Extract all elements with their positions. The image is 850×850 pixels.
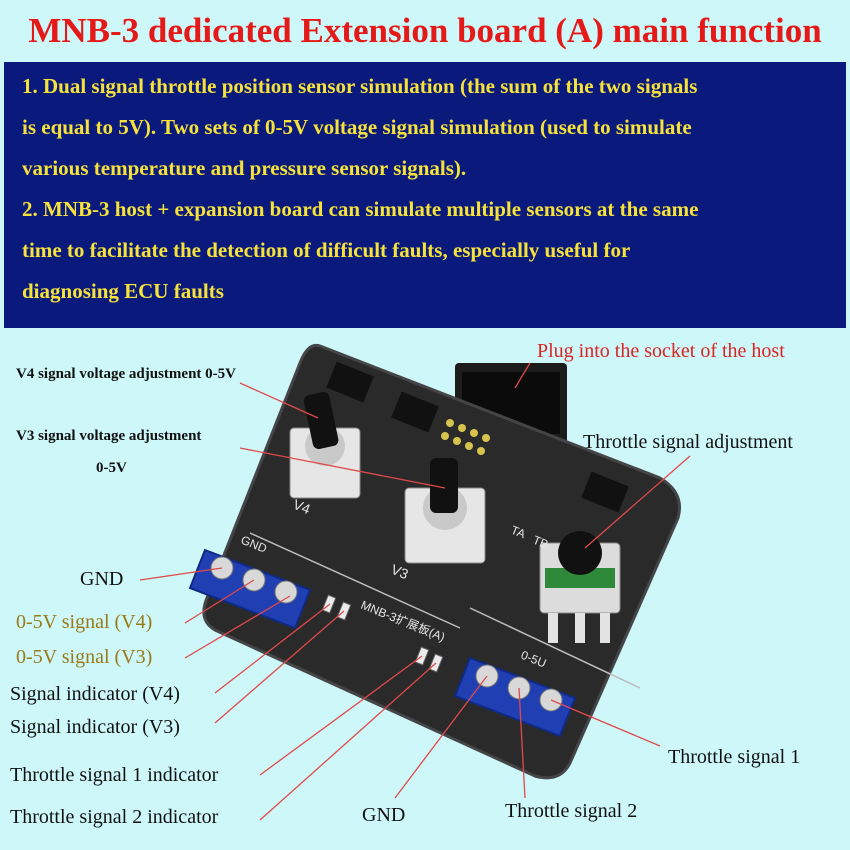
description-line: 2. MNB-3 host + expansion board can simu… xyxy=(22,197,699,221)
label-plug: Plug into the socket of the host xyxy=(537,340,785,362)
page-title: MNB-3 dedicated Extension board (A) main… xyxy=(28,11,822,50)
silk-ta: TA xyxy=(509,523,528,541)
description-line: time to facilitate the detection of diff… xyxy=(22,238,631,262)
label-gnd-bottom: GND xyxy=(362,804,406,826)
label-v4-adjust: V4 signal voltage adjustment 0-5V xyxy=(16,366,236,382)
product-illustration: V4 V3 GND 0-5U MNB-3扩展板(A) TA TB V4 sign… xyxy=(0,328,850,850)
ic-chip xyxy=(581,471,629,513)
label-indicator-v4: Signal indicator (V4) xyxy=(10,683,180,705)
label-throttle1: Throttle signal 1 xyxy=(668,746,801,768)
description-line: diagnosing ECU faults xyxy=(22,279,224,303)
label-throttle1-indicator: Throttle signal 1 indicator xyxy=(10,764,219,786)
label-v3-adjust-range: 0-5V xyxy=(96,460,127,476)
label-gnd-left: GND xyxy=(80,568,124,590)
label-throttle2: Throttle signal 2 xyxy=(505,800,638,822)
label-signal-v4: 0-5V signal (V4) xyxy=(16,611,153,633)
ic-chip xyxy=(391,391,439,433)
terminal-block-left xyxy=(188,548,312,630)
silk-v4: V4 xyxy=(291,496,313,517)
potentiometer-throttle xyxy=(539,531,621,643)
circuit-board-drawing: V4 V3 GND 0-5U MNB-3扩展板(A) TA TB xyxy=(139,343,691,821)
label-throttle2-indicator: Throttle signal 2 indicator xyxy=(10,806,219,828)
label-signal-v3: 0-5V signal (V3) xyxy=(16,646,153,668)
silk-tb: TB xyxy=(531,533,550,552)
pointer-lines xyxy=(139,362,691,821)
label-indicator-v3: Signal indicator (V3) xyxy=(10,716,180,738)
ic-chip xyxy=(326,361,374,403)
description-line: is equal to 5V). Two sets of 0-5V voltag… xyxy=(22,115,692,139)
pin-header xyxy=(441,419,490,455)
potentiometer-v3 xyxy=(404,458,486,564)
label-throttle-adjust: Throttle signal adjustment xyxy=(583,431,793,453)
silk-v3: V3 xyxy=(389,561,411,582)
description-line: various temperature and pressure sensor … xyxy=(22,156,467,180)
label-v3-adjust: V3 signal voltage adjustment xyxy=(16,428,202,444)
description-line: 1. Dual signal throttle position sensor … xyxy=(22,74,698,98)
description-panel: 1. Dual signal throttle position sensor … xyxy=(4,62,846,328)
potentiometer-v4 xyxy=(289,392,361,499)
